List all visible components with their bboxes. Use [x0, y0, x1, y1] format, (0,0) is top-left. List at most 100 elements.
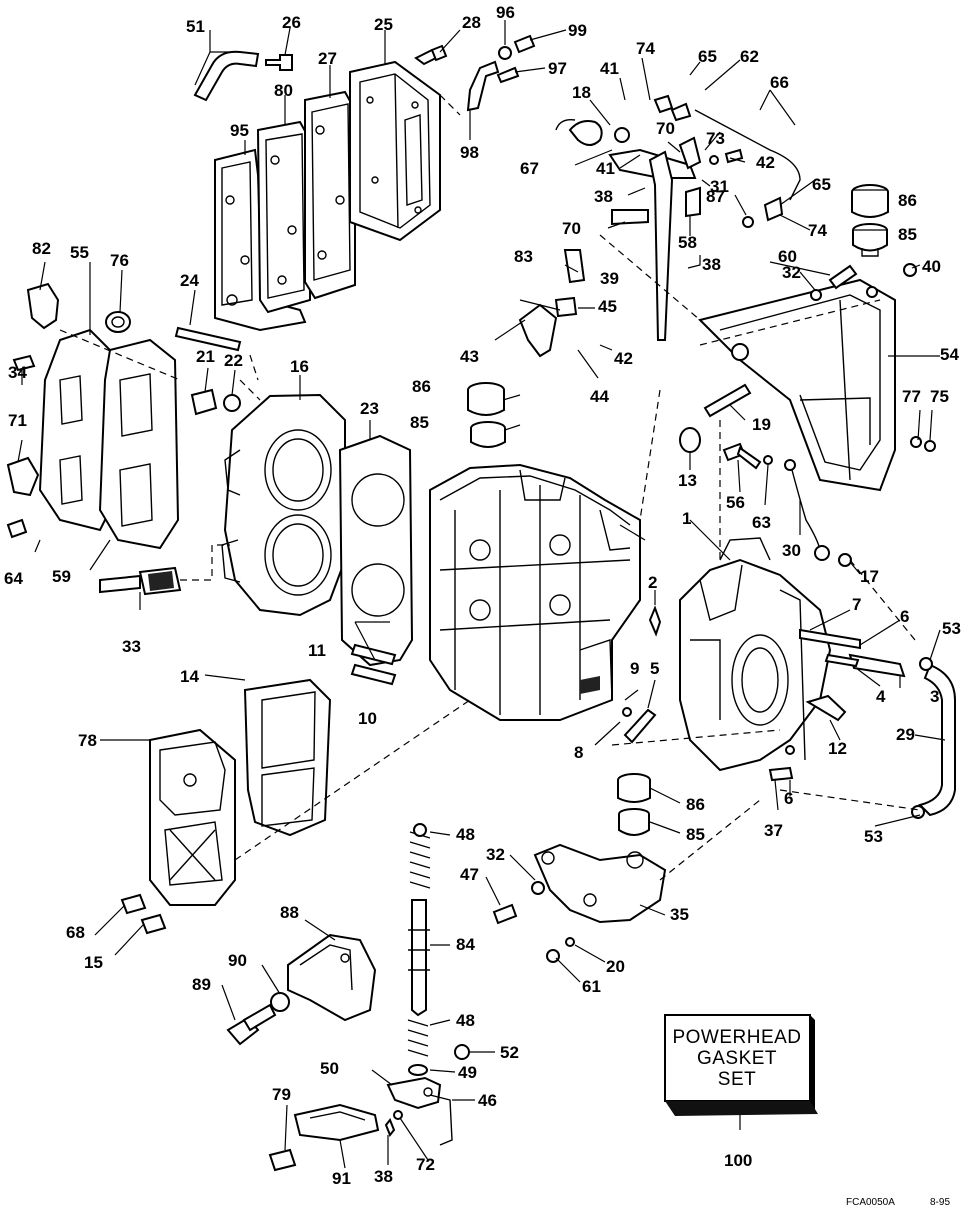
label-100: 100: [724, 1151, 752, 1170]
label-99: 99: [568, 21, 587, 40]
label-89: 89: [192, 975, 211, 994]
mount-86-lower: [617, 773, 651, 803]
label-98: 98: [460, 143, 479, 162]
bolt-19: [703, 383, 752, 418]
label-82: 82: [32, 239, 51, 258]
gasket-set-line-3: SET: [718, 1069, 756, 1090]
label-22: 22: [224, 351, 243, 370]
label-24: 24: [180, 271, 199, 290]
screw-68: [120, 893, 147, 915]
stud-5: [623, 708, 657, 744]
screw-79: [268, 1148, 297, 1172]
label-63: 63: [752, 513, 771, 532]
bracket-35: [533, 843, 667, 924]
head-gasket-23: [338, 434, 414, 667]
label-10: 10: [358, 709, 377, 728]
label-75: 75: [930, 387, 949, 406]
screw-28: [414, 44, 448, 66]
label-39: 39: [600, 269, 619, 288]
label-90: 90: [228, 951, 247, 970]
label-73: 73: [706, 129, 725, 148]
thermostat-21: [190, 388, 218, 416]
label-53-top: 53: [942, 619, 961, 638]
label-55: 55: [70, 243, 89, 262]
label-15: 15: [84, 953, 103, 972]
label-62: 62: [740, 47, 759, 66]
mount-86-top: [851, 184, 889, 218]
nut-17: [838, 553, 852, 567]
exhaust-cover-25: [349, 60, 441, 242]
screw-37: [768, 766, 794, 782]
washer-77: [910, 436, 922, 448]
label-86-top: 86: [898, 191, 917, 210]
label-46: 46: [478, 1091, 497, 1110]
clamp-53-top: [919, 657, 933, 671]
screw-7: [799, 628, 861, 650]
thermostat-parts: [466, 34, 536, 112]
label-78: 78: [78, 731, 97, 750]
label-34: 34: [8, 363, 27, 382]
label-61: 61: [582, 977, 601, 996]
label-13: 13: [678, 471, 697, 490]
washer-72: [393, 1110, 403, 1120]
label-85-center: 85: [410, 413, 429, 432]
cylinder-block: [429, 463, 641, 721]
label-86-lower: 86: [686, 795, 705, 814]
label-32-top: 32: [782, 263, 801, 282]
label-83: 83: [514, 247, 533, 266]
label-7: 7: [852, 595, 861, 614]
label-77: 77: [902, 387, 921, 406]
drawing-code: FCA0050A: [846, 1197, 895, 1208]
label-21: 21: [196, 347, 215, 366]
water-hose-51: [193, 50, 260, 102]
ball-8: [622, 707, 632, 717]
label-2: 2: [648, 573, 657, 592]
pin-2: [648, 605, 662, 637]
cylinder-head-16: [221, 393, 346, 617]
bolt-12: [805, 694, 847, 722]
label-88: 88: [280, 903, 299, 922]
label-50: 50: [320, 1059, 339, 1078]
label-33: 33: [122, 637, 141, 656]
label-41-top: 41: [600, 59, 619, 78]
label-52: 52: [500, 1043, 519, 1062]
dowel-pins-11: [350, 643, 397, 686]
link-46: [429, 1094, 453, 1146]
bolt-56: [722, 442, 762, 470]
spring-76: [105, 311, 131, 333]
label-65-right: 65: [812, 175, 831, 194]
nut-61: [546, 949, 560, 963]
label-12: 12: [828, 739, 847, 758]
gasket-set-line-2: GASKET: [697, 1048, 777, 1069]
label-26: 26: [282, 13, 301, 32]
label-67: 67: [520, 159, 539, 178]
label-6-right: 6: [900, 607, 909, 626]
rod-84: [408, 899, 430, 1017]
washer-63: [763, 455, 773, 465]
clip-82: [26, 282, 60, 330]
label-49: 49: [458, 1063, 477, 1082]
mount-85-top: [852, 223, 888, 257]
exhaust-plate-27: [304, 90, 356, 300]
part-number-labels: 51 26 25 28 96 99 27 97 80 95 98 74 65 6…: [4, 3, 961, 1188]
label-91: 91: [332, 1169, 351, 1188]
mount-85-center: [470, 421, 506, 448]
label-42-top: 42: [756, 153, 775, 172]
label-79: 79: [272, 1085, 291, 1104]
clip-71: [6, 456, 40, 497]
intake-manifold-78: [149, 728, 236, 906]
label-20: 20: [606, 957, 625, 976]
gasket-set-line-1: POWERHEAD: [672, 1027, 801, 1048]
label-17: 17: [860, 567, 879, 586]
dowel-4: [824, 653, 860, 668]
label-76: 76: [110, 251, 129, 270]
nut-75: [924, 440, 936, 452]
label-5: 5: [650, 659, 659, 678]
label-74-right: 74: [808, 221, 827, 240]
bracket-88: [287, 933, 377, 1022]
screw-47: [492, 903, 518, 925]
label-27: 27: [318, 49, 337, 68]
label-30: 30: [782, 541, 801, 560]
spring-48-top: [409, 823, 431, 889]
assembly-lines: [59, 94, 921, 881]
